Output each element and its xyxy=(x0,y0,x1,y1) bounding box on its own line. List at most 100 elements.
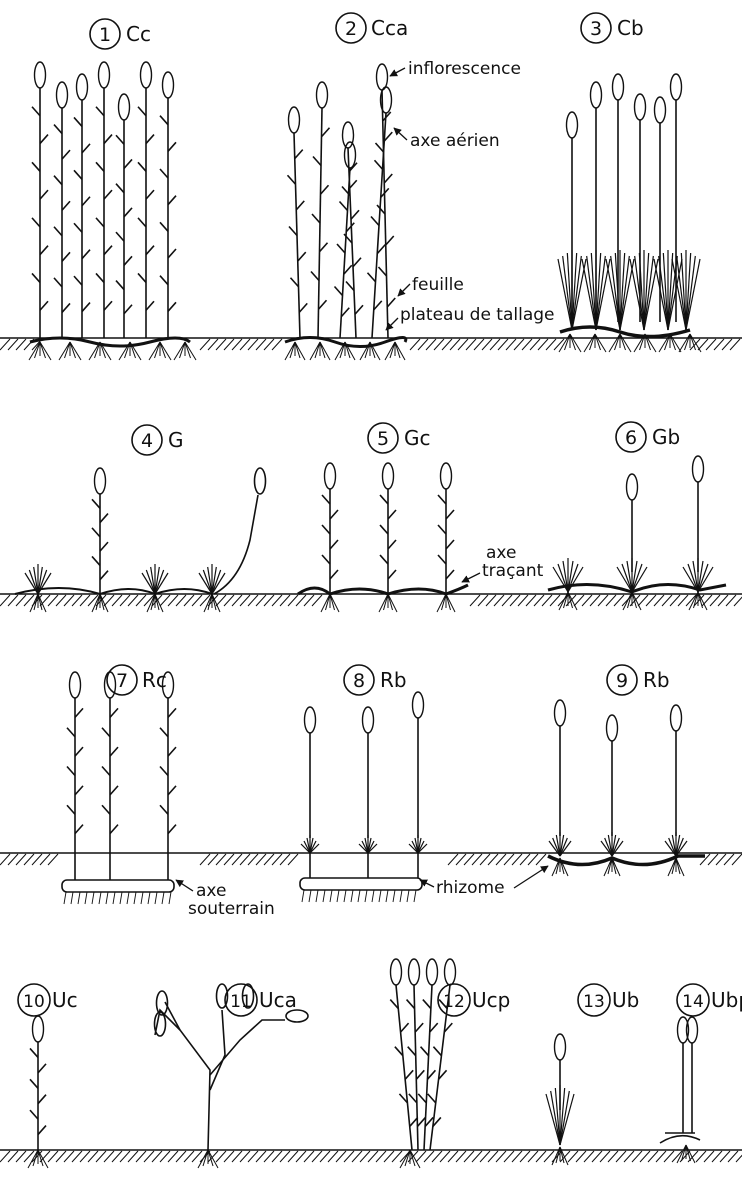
ground-hatch xyxy=(16,339,26,350)
svg-text:G: G xyxy=(168,428,184,452)
ground-hatch xyxy=(720,1151,730,1162)
ground-hatch xyxy=(240,339,250,350)
svg-text:11: 11 xyxy=(230,992,252,1012)
ground-hatch xyxy=(216,595,226,606)
ground-hatch xyxy=(486,595,496,606)
inflorescence xyxy=(141,62,152,88)
ground-hatch xyxy=(522,339,532,350)
root xyxy=(120,892,122,904)
leaf xyxy=(54,278,62,287)
ground-hatch xyxy=(224,595,234,606)
ground-hatch xyxy=(734,595,742,606)
roots xyxy=(174,342,196,360)
basal-leaf xyxy=(572,256,581,330)
roots xyxy=(437,594,455,612)
stem xyxy=(335,142,357,338)
ground-hatch xyxy=(192,595,202,606)
ground-hatch xyxy=(248,595,258,606)
ground-hatch xyxy=(256,339,266,350)
ground-hatch xyxy=(726,595,736,606)
ground-hatch xyxy=(280,1151,290,1162)
leaf xyxy=(104,190,112,199)
leaf xyxy=(387,298,395,307)
stem xyxy=(380,463,396,594)
ground-hatch xyxy=(216,854,226,865)
leaf xyxy=(349,163,357,172)
root xyxy=(323,890,325,902)
leaf xyxy=(32,107,40,116)
inflorescence xyxy=(325,463,336,489)
ground-hatch xyxy=(184,1151,194,1162)
ground-hatch xyxy=(288,854,298,865)
svg-text:6: 6 xyxy=(625,427,637,449)
root xyxy=(337,890,339,902)
ground-hatch xyxy=(518,595,528,606)
leaf-tuft xyxy=(630,250,658,330)
ground-hatch xyxy=(264,339,274,350)
root xyxy=(372,890,374,902)
inflorescence xyxy=(445,959,456,985)
leaf xyxy=(296,201,304,210)
svg-text:traçant: traçant xyxy=(482,561,544,581)
root xyxy=(393,890,395,902)
annotation-inflorescence: inflorescence xyxy=(390,59,521,79)
ground-hatch xyxy=(464,1151,474,1162)
leaf xyxy=(446,570,454,579)
svg-text:rhizome: rhizome xyxy=(436,878,505,898)
leaf xyxy=(168,302,176,311)
ground-hatch xyxy=(296,1151,306,1162)
ground-hatch xyxy=(152,1151,162,1162)
ground-hatch xyxy=(708,854,718,865)
root xyxy=(302,890,304,902)
ground-hatch xyxy=(712,1151,722,1162)
ground-hatch xyxy=(368,1151,378,1162)
svg-text:12: 12 xyxy=(443,992,465,1012)
leaf xyxy=(124,208,132,217)
ground-hatch xyxy=(128,1151,138,1162)
leaf-tuft xyxy=(25,564,51,594)
inflorescence xyxy=(35,62,46,88)
ground-hatch xyxy=(352,1151,362,1162)
ground-hatch xyxy=(710,595,720,606)
ground-hatch xyxy=(256,854,266,865)
ground-hatch xyxy=(288,1151,298,1162)
underground-axis xyxy=(62,880,174,892)
inflorescence xyxy=(343,122,354,148)
root xyxy=(106,892,108,904)
ground-hatch xyxy=(360,1151,370,1162)
ground-hatch xyxy=(224,339,234,350)
ground-hatch xyxy=(224,854,234,865)
leaf xyxy=(138,273,146,282)
ground-hatch xyxy=(472,854,482,865)
leaf xyxy=(32,162,40,171)
stem xyxy=(116,94,132,338)
basal-leaf xyxy=(596,256,605,330)
leaf xyxy=(160,169,168,178)
roots xyxy=(149,342,171,360)
stem xyxy=(160,672,176,853)
svg-text:Rc: Rc xyxy=(142,668,167,692)
leaf-tuft xyxy=(359,835,377,853)
ground-hatch xyxy=(424,1151,434,1162)
leaf xyxy=(110,747,118,756)
leaf xyxy=(40,190,48,199)
inflorescence xyxy=(70,672,81,698)
inflorescence xyxy=(627,474,638,500)
ground-hatch xyxy=(120,595,130,606)
rhizome xyxy=(300,878,422,890)
ground-hatch xyxy=(474,339,484,350)
leaf xyxy=(353,258,361,267)
ground-hatch xyxy=(434,339,444,350)
leaf xyxy=(146,246,154,255)
leaf xyxy=(401,1023,409,1032)
ground-hatch xyxy=(248,1151,258,1162)
ground-hatch xyxy=(698,339,708,350)
leaf xyxy=(388,540,396,549)
roots xyxy=(609,334,631,352)
root xyxy=(386,890,388,902)
ground-hatch xyxy=(8,854,18,865)
leaf xyxy=(38,1095,46,1104)
ground-hatch xyxy=(448,1151,458,1162)
ground-hatch xyxy=(640,1151,650,1162)
leaf xyxy=(62,303,70,312)
